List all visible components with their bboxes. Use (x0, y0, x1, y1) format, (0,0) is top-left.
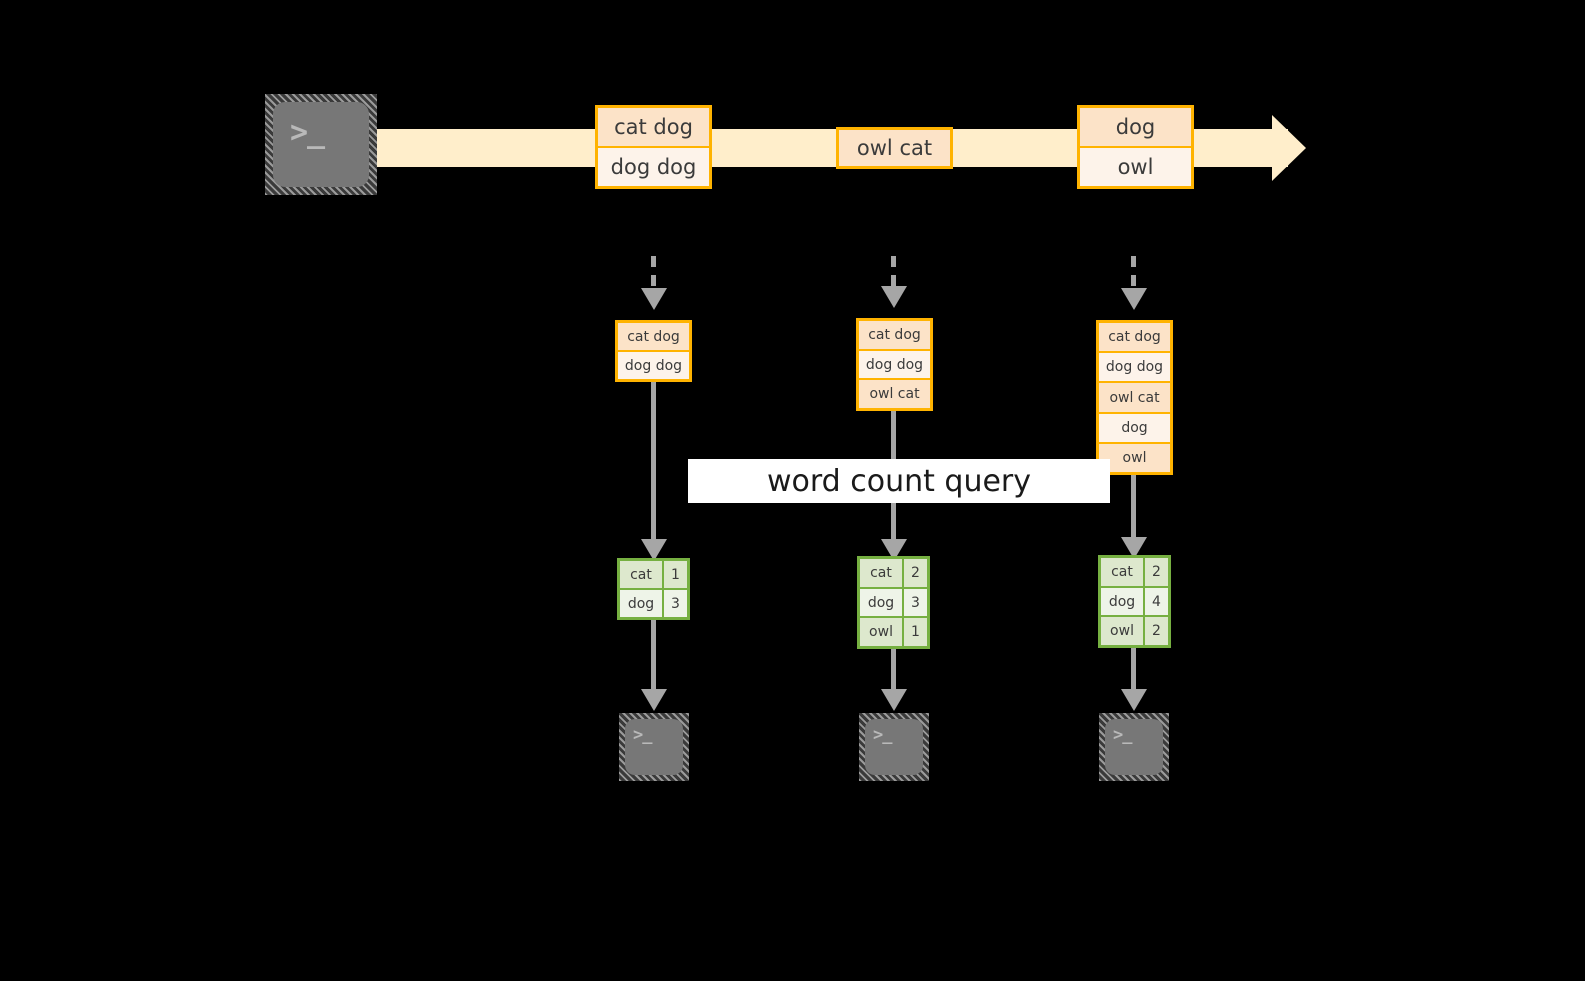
result-key: owl (860, 618, 904, 647)
result-row: owl 1 (860, 616, 927, 647)
accumulated-stack-box[interactable]: cat dog dog dog owl cat dog owl (1096, 320, 1173, 475)
accumulated-row: dog dog (859, 348, 930, 379)
result-key: owl (1101, 617, 1145, 646)
result-row: dog 3 (620, 588, 687, 617)
result-row: cat 2 (1101, 558, 1168, 586)
stream-to-stack-dashed-line (1131, 256, 1136, 290)
result-row: dog 3 (860, 586, 927, 617)
accumulated-row: owl cat (859, 378, 930, 409)
accumulated-row: owl cat (1099, 381, 1170, 412)
result-value: 2 (1145, 558, 1168, 586)
stream-to-stack-arrowhead (1121, 288, 1147, 310)
result-key: cat (620, 561, 664, 588)
accumulated-row: cat dog (1099, 323, 1170, 352)
result-key: cat (1101, 558, 1145, 586)
result-value: 2 (904, 559, 927, 587)
result-to-sink-line (891, 649, 896, 692)
accumulated-row: owl (1099, 441, 1170, 473)
sink-terminal-icon[interactable]: >_ (619, 713, 689, 781)
stream-to-stack-arrowhead (641, 288, 667, 310)
query-label-band: word count query (688, 459, 1110, 503)
result-to-sink-line (651, 620, 656, 692)
result-key: dog (860, 588, 904, 617)
terminal-body (865, 719, 923, 775)
stream-event-row: dog dog (598, 146, 709, 186)
stream-to-stack-dashed-line (891, 256, 896, 288)
result-key: dog (620, 590, 664, 617)
result-value: 1 (904, 618, 927, 647)
stack-to-result-line (651, 382, 656, 549)
result-key: cat (860, 559, 904, 587)
result-value: 4 (1145, 587, 1168, 616)
stream-event-box[interactable]: dog owl (1077, 105, 1194, 189)
stream-event-row: owl cat (839, 130, 950, 166)
stream-event-box[interactable]: cat dog dog dog (595, 105, 712, 189)
stream-arrowhead (1272, 115, 1306, 181)
result-value: 1 (664, 561, 687, 588)
stream-event-row: cat dog (598, 108, 709, 146)
stack-to-result-line (1131, 475, 1136, 549)
result-row: cat 2 (860, 559, 927, 587)
accumulated-stack-box[interactable]: cat dog dog dog owl cat (856, 318, 933, 411)
stream-to-stack-arrowhead (881, 286, 907, 308)
stack-to-result-arrowhead (641, 539, 667, 561)
stack-to-result-arrowhead (881, 539, 907, 561)
terminal-body (1105, 719, 1163, 775)
accumulated-row: cat dog (618, 323, 689, 350)
result-row: cat 1 (620, 561, 687, 588)
result-value: 2 (1145, 617, 1168, 646)
result-to-sink-line (1131, 648, 1136, 692)
terminal-prompt-glyph: >_ (290, 115, 325, 150)
stream-event-row: owl (1080, 146, 1191, 186)
stream-to-stack-dashed-line (651, 256, 656, 290)
accumulated-row: dog dog (618, 350, 689, 379)
result-to-sink-arrowhead (881, 689, 907, 711)
sink-terminal-icon[interactable]: >_ (1099, 713, 1169, 781)
terminal-prompt-glyph: >_ (633, 725, 653, 745)
result-to-sink-arrowhead (641, 689, 667, 711)
stack-to-result-arrowhead (1121, 537, 1147, 559)
stream-event-box[interactable]: owl cat (836, 127, 953, 169)
accumulated-row: dog dog (1099, 351, 1170, 382)
accumulated-row: cat dog (859, 321, 930, 349)
result-table[interactable]: cat 2 dog 3 owl 1 (857, 556, 930, 649)
terminal-prompt-glyph: >_ (1113, 725, 1133, 745)
source-terminal-icon[interactable]: >_ (265, 94, 377, 195)
query-label-text: word count query (766, 463, 1032, 499)
result-row: owl 2 (1101, 615, 1168, 646)
accumulated-row: dog (1099, 411, 1170, 442)
terminal-prompt-glyph: >_ (873, 725, 893, 745)
result-table[interactable]: cat 1 dog 3 (617, 558, 690, 620)
result-to-sink-arrowhead (1121, 689, 1147, 711)
terminal-body (625, 719, 683, 775)
stream-event-row: dog (1080, 108, 1191, 146)
result-row: dog 4 (1101, 585, 1168, 616)
result-value: 3 (664, 590, 687, 617)
accumulated-stack-box[interactable]: cat dog dog dog (615, 320, 692, 382)
sink-terminal-icon[interactable]: >_ (859, 713, 929, 781)
result-key: dog (1101, 587, 1145, 616)
terminal-body (273, 102, 369, 187)
result-value: 3 (904, 588, 927, 617)
result-table[interactable]: cat 2 dog 4 owl 2 (1098, 555, 1171, 648)
